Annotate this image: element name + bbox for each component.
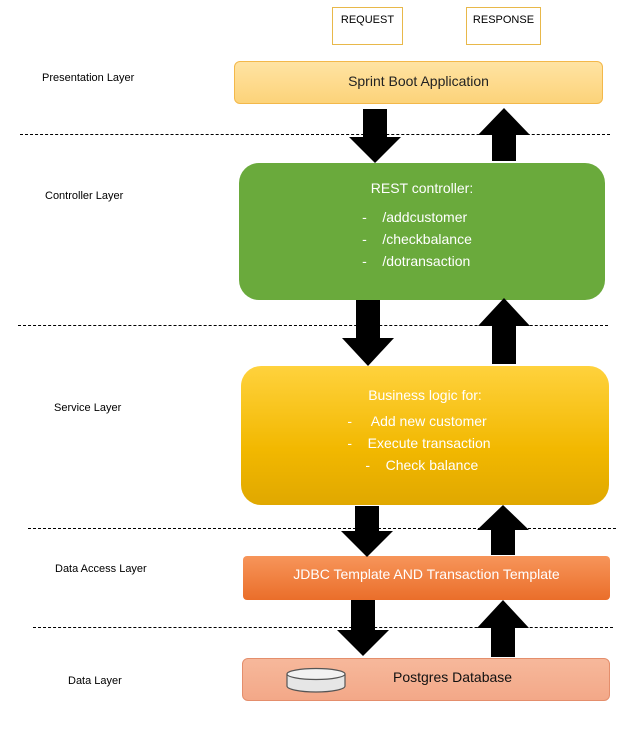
up-arrow-3 [477,505,529,555]
separator-3 [28,528,616,529]
request-label: REQUEST [340,14,395,26]
data-access-layer-label: Data Access Layer [55,563,147,575]
service-title: Business logic for: [368,387,482,403]
spring-boot-application-box: Sprint Boot Application [234,61,603,104]
jdbc-template-box: JDBC Template AND Transaction Template [243,556,610,600]
data-layer-label: Data Layer [68,675,122,687]
service-item-add-customer: - Add new customer [347,413,487,429]
down-arrow-3 [341,506,393,557]
controller-item-dotransaction: - /dotransaction [362,253,471,269]
controller-layer-label: Controller Layer [45,190,124,202]
up-arrow-1 [478,108,530,161]
controller-item-checkbalance: - /checkbalance [362,231,472,247]
presentation-layer-label: Presentation Layer [42,72,135,84]
request-header: REQUEST [332,7,403,45]
down-arrow-2 [342,300,394,366]
service-layer-label: Service Layer [54,402,122,414]
up-arrow-4 [477,600,529,657]
response-header: RESPONSE [466,7,541,45]
business-logic-box: Business logic for: - Add new customer -… [241,366,609,505]
service-item-execute-transaction: - Execute transaction [347,435,491,451]
postgres-database-box: Postgres Database [242,658,610,701]
app-box-label: Sprint Boot Application [348,73,489,89]
controller-item-addcustomer: - /addcustomer [362,209,468,225]
down-arrow-1 [349,109,401,163]
database-icon [286,667,346,693]
separator-4 [33,627,613,628]
service-item-check-balance: - Check balance [365,457,479,473]
up-arrow-2 [478,298,530,364]
dao-box-label: JDBC Template AND Transaction Template [293,566,560,582]
controller-title: REST controller: [370,180,474,196]
separator-1 [20,134,610,135]
rest-controller-box: REST controller: - /addcustomer - /check… [239,163,605,300]
down-arrow-4 [337,600,389,656]
db-box-label: Postgres Database [393,669,513,685]
separator-2 [18,325,608,326]
response-label: RESPONSE [472,14,535,26]
